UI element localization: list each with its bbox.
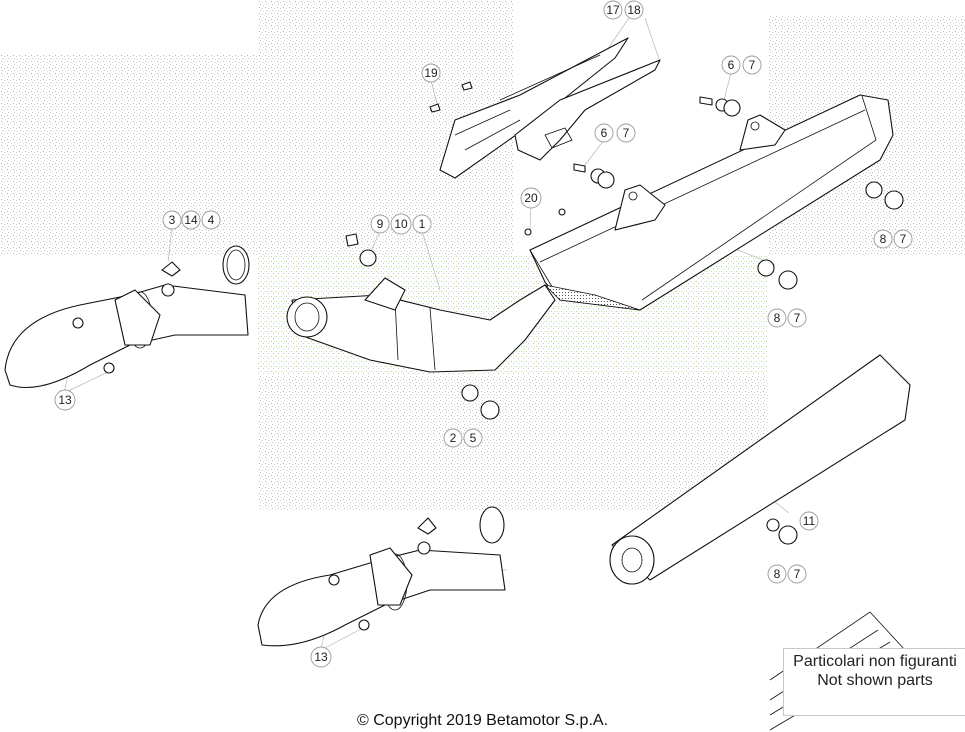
svg-text:7: 7 (749, 58, 756, 72)
svg-text:7: 7 (623, 126, 630, 140)
svg-text:4: 4 (208, 213, 215, 227)
note-english: Not shown parts (817, 672, 933, 689)
callout-17: 17 (603, 0, 623, 20)
callout-4: 4 (201, 210, 221, 230)
packing-tube (609, 354, 911, 585)
callout-3: 3 (162, 210, 182, 230)
callout-9: 9 (370, 214, 390, 234)
svg-text:7: 7 (794, 567, 801, 581)
svg-text:6: 6 (601, 126, 608, 140)
callout-7: 7 (787, 564, 807, 584)
svg-text:13: 13 (58, 393, 72, 407)
svg-text:14: 14 (184, 213, 198, 227)
svg-text:7: 7 (794, 311, 801, 325)
svg-text:5: 5 (470, 431, 477, 445)
callout-13: 13 (54, 389, 76, 411)
svg-text:17: 17 (606, 3, 620, 17)
svg-text:1: 1 (419, 217, 426, 231)
svg-text:18: 18 (627, 3, 641, 17)
svg-text:2: 2 (450, 431, 457, 445)
svg-text:19: 19 (424, 66, 438, 80)
svg-text:9: 9 (377, 217, 384, 231)
callout-10: 10 (390, 213, 412, 235)
callout-11: 11 (799, 511, 819, 531)
callout-14: 14 (181, 210, 201, 230)
hardware (345, 81, 904, 545)
callout-7: 7 (616, 123, 636, 143)
callout-20: 20 (520, 187, 542, 209)
bend-pipe-bottom (257, 506, 506, 647)
copyright-text: © Copyright 2019 Betamotor S.p.A. (356, 712, 609, 729)
silencer (529, 94, 894, 311)
svg-text:8: 8 (774, 311, 781, 325)
not-shown-parts-box: Particolari non figuranti Not shown part… (783, 648, 965, 716)
svg-text:20: 20 (524, 191, 538, 205)
svg-text:8: 8 (880, 232, 887, 246)
callout-13: 13 (310, 646, 332, 668)
callout-8: 8 (767, 564, 787, 584)
callout-6: 6 (721, 55, 741, 75)
note-italian: Particolari non figuranti (793, 653, 957, 670)
svg-text:11: 11 (803, 514, 816, 528)
svg-text:6: 6 (728, 58, 735, 72)
bend-pipe-left (4, 245, 250, 388)
callout-7: 7 (742, 55, 762, 75)
callout-6: 6 (594, 123, 614, 143)
callout-2: 2 (443, 428, 463, 448)
callout-5: 5 (463, 428, 483, 448)
callout-19: 19 (421, 63, 441, 83)
svg-text:13: 13 (314, 650, 328, 664)
callout-18: 18 (624, 0, 644, 20)
callout-8: 8 (767, 308, 787, 328)
header-pipe (286, 277, 556, 373)
callout-7: 7 (787, 308, 807, 328)
heat-shield (439, 37, 661, 179)
svg-text:8: 8 (774, 567, 781, 581)
svg-text:10: 10 (394, 217, 408, 231)
callout-7: 7 (893, 229, 913, 249)
svg-text:3: 3 (169, 213, 176, 227)
callout-8: 8 (873, 229, 893, 249)
callout-1: 1 (412, 214, 432, 234)
svg-text:7: 7 (900, 232, 907, 246)
